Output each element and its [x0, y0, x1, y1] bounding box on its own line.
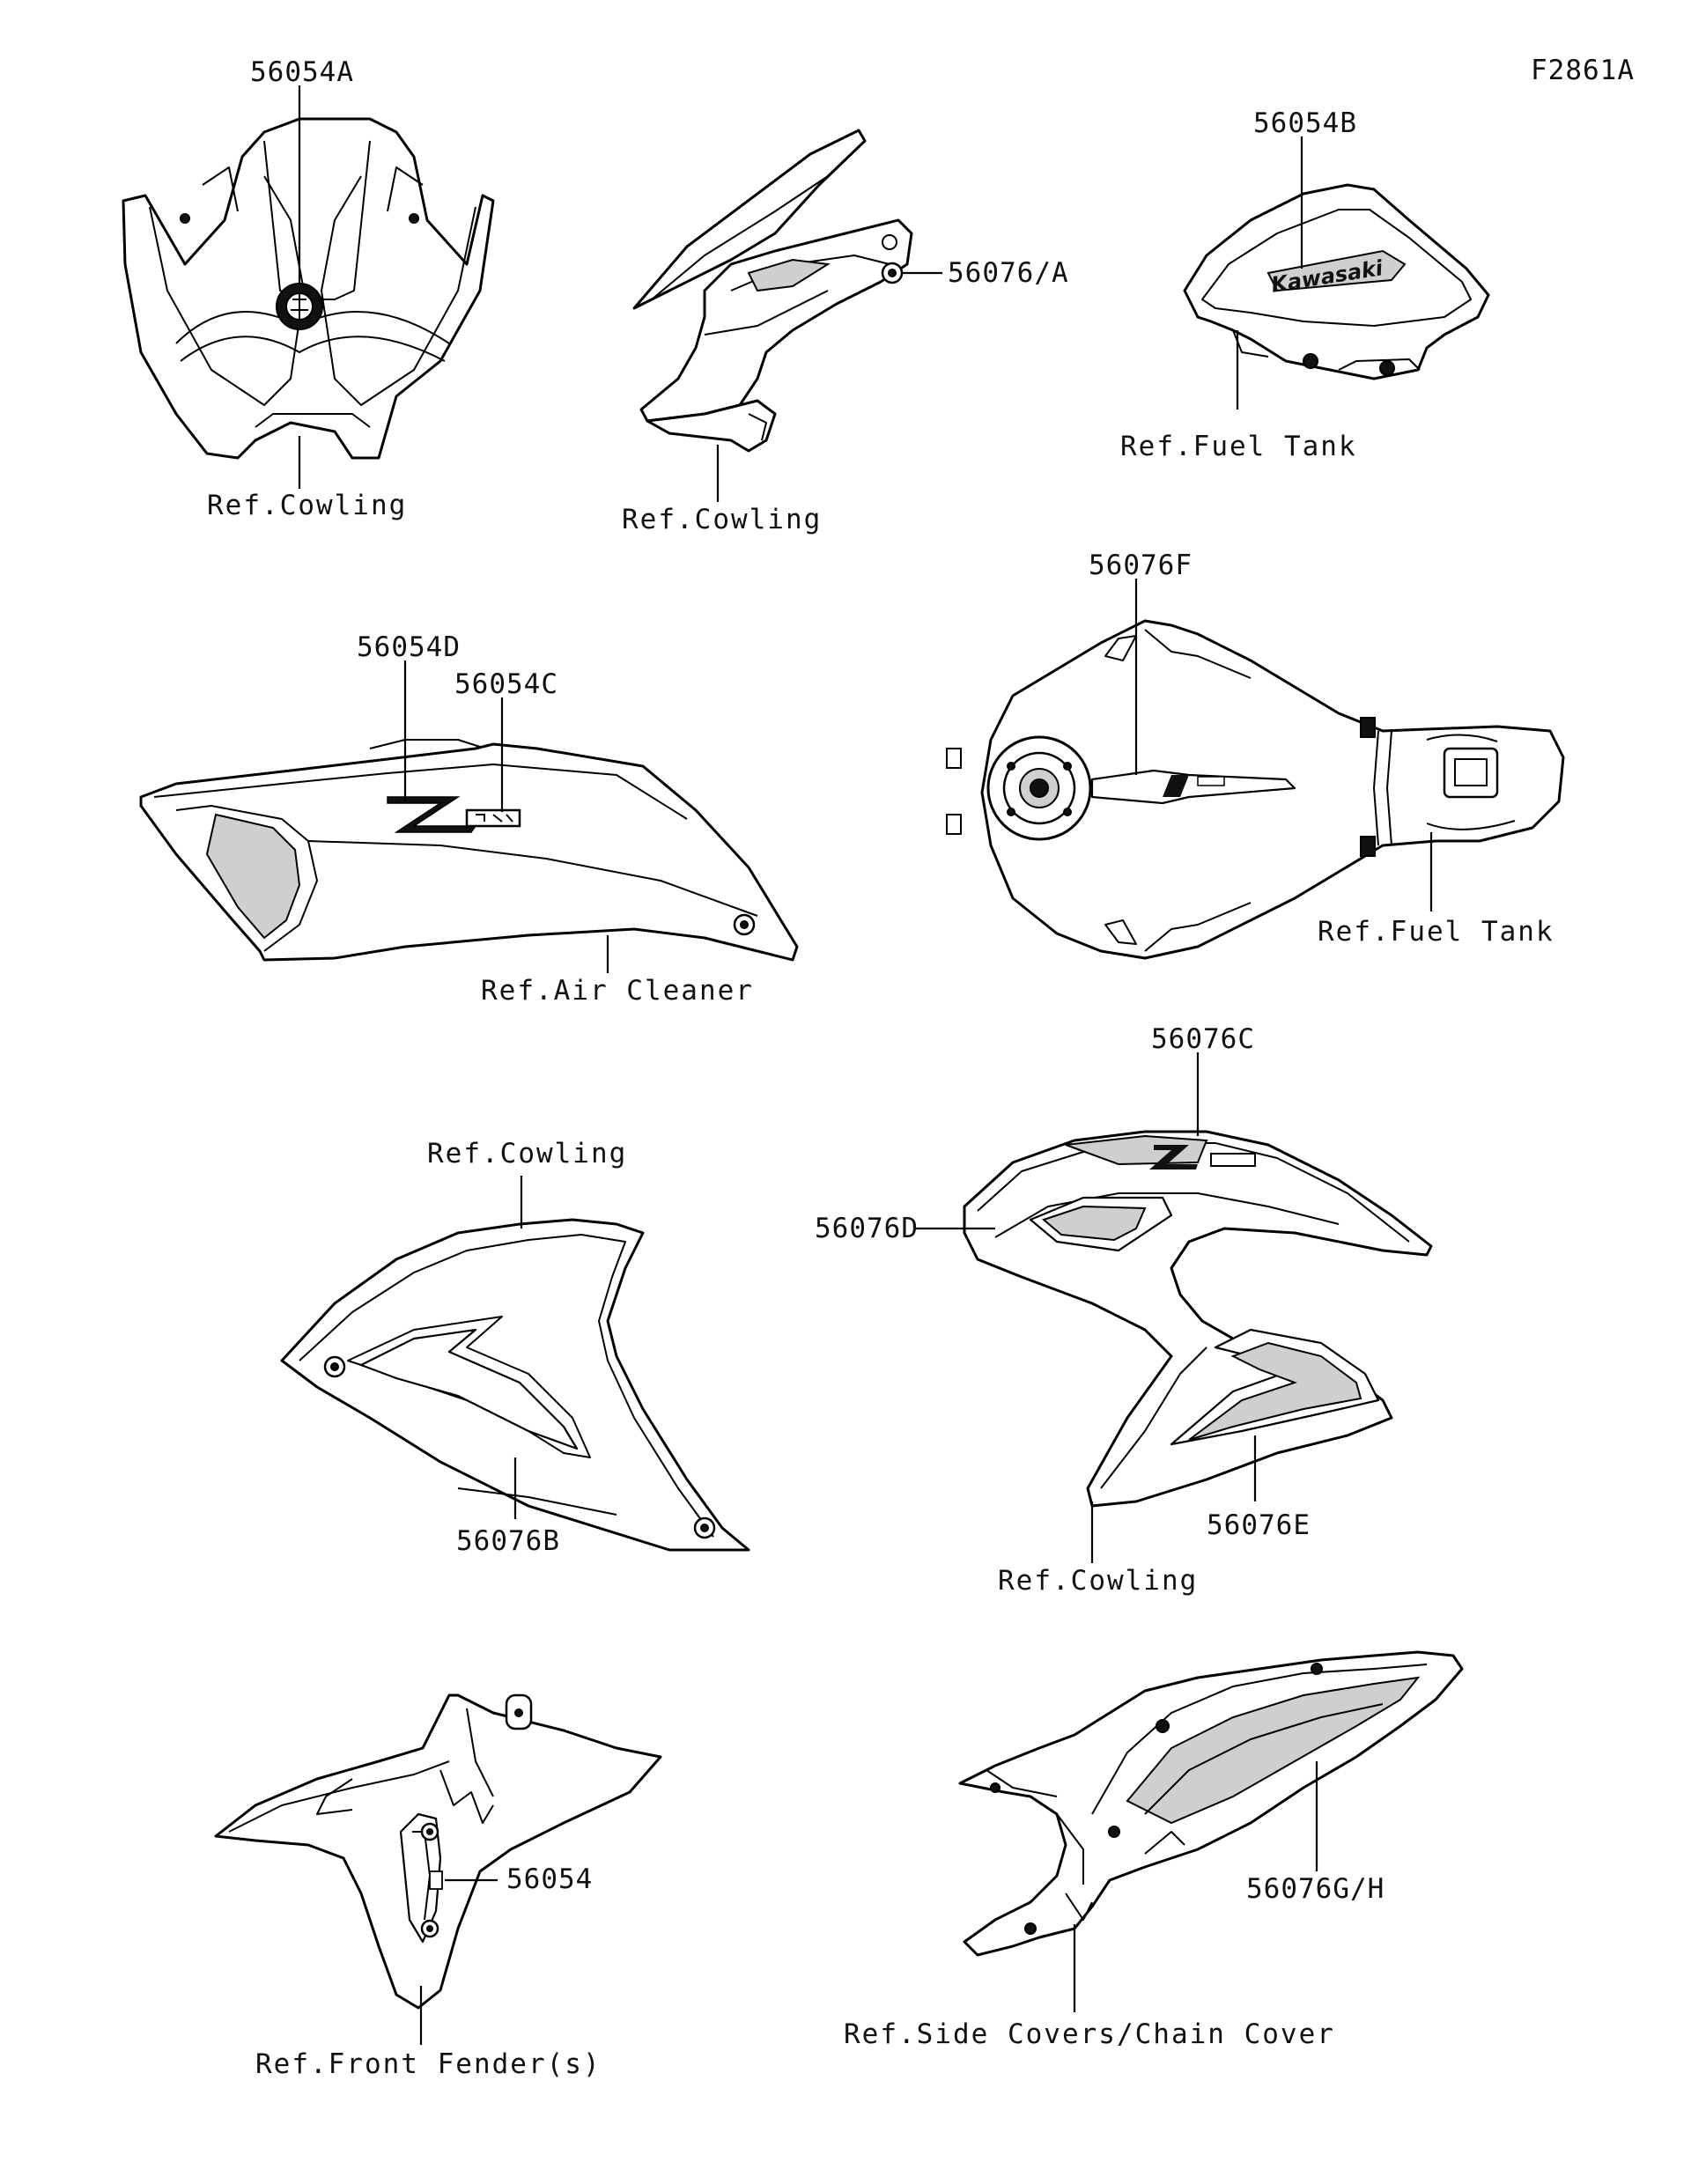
- part-number-56076A: 56076/A: [948, 257, 1069, 289]
- part-number-56076C: 56076C: [1151, 1023, 1255, 1055]
- tank-cover-part: Kawasaki: [1183, 183, 1490, 380]
- ref-label-air-cleaner: Ref.Air Cleaner: [481, 975, 754, 1007]
- ref-label-cowling-3: Ref.Cowling: [427, 1138, 627, 1169]
- ref-label-cowling-1: Ref.Cowling: [207, 490, 407, 521]
- ref-label-cowling-4: Ref.Cowling: [998, 1565, 1198, 1597]
- side-cowling-part: [632, 129, 913, 453]
- front-fender-part: [214, 1693, 662, 2010]
- ref-label-fuel-tank-2: Ref.Fuel Tank: [1318, 916, 1554, 948]
- front-cowling-part: [122, 117, 495, 460]
- part-number-56054B: 56054B: [1253, 107, 1357, 139]
- part-number-56076E: 56076E: [1207, 1509, 1311, 1541]
- part-number-56054A: 56054A: [250, 56, 354, 88]
- ref-label-front-fender: Ref.Front Fender(s): [255, 2048, 602, 2080]
- part-number-56076B: 56076B: [456, 1525, 560, 1557]
- ref-label-fuel-tank-1: Ref.Fuel Tank: [1120, 431, 1357, 462]
- part-number-56076F: 56076F: [1089, 550, 1193, 581]
- part-number-56076GH: 56076G/H: [1246, 1873, 1385, 1905]
- part-number-56054: 56054: [506, 1863, 593, 1895]
- shroud-right-part: [963, 1130, 1433, 1508]
- part-number-56054D: 56054D: [357, 631, 461, 663]
- figure-id: F2861A: [1531, 55, 1635, 86]
- part-number-56054C: 56054C: [454, 668, 558, 700]
- part-number-56076D: 56076D: [815, 1213, 919, 1244]
- shroud-part: [280, 1218, 750, 1552]
- ref-label-cowling-2: Ref.Cowling: [622, 504, 822, 535]
- ref-label-side-covers: Ref.Side Covers/Chain Cover: [844, 2018, 1335, 2050]
- fuel-tank-part: [946, 619, 1565, 960]
- seat-cowl-part: [958, 1650, 1464, 1957]
- air-cleaner-cover-part: [139, 739, 799, 962]
